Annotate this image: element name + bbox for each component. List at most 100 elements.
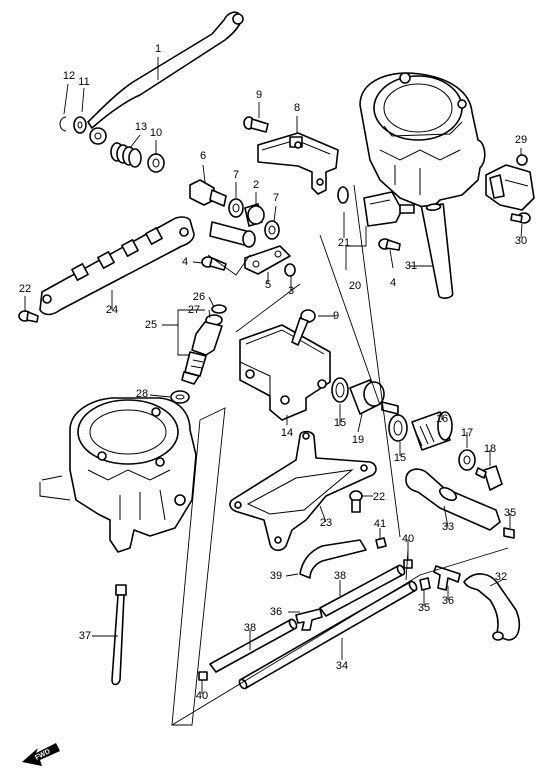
part-screw-4-left	[201, 256, 227, 271]
callout-33: 33	[442, 521, 454, 533]
part-sleeve	[209, 221, 256, 248]
callout-31: 31	[405, 260, 417, 272]
leader-lines	[24, 57, 523, 694]
callout-19: 19	[352, 434, 364, 446]
callout-5: 5	[265, 279, 271, 291]
part-screw-9-top	[243, 116, 269, 133]
callout-22-mid: 22	[373, 491, 385, 503]
part-seal-28	[170, 390, 190, 404]
callout-9-top: 9	[256, 89, 262, 101]
callout-7-left: 7	[233, 169, 239, 181]
callout-41: 41	[374, 518, 386, 530]
part-clip-12	[59, 116, 67, 132]
callouts: 1 2 3 4 4 5 6 7 7 8 9 9 10 11 12 13 14 1…	[19, 43, 527, 702]
callout-12: 12	[63, 70, 75, 82]
callout-3: 3	[288, 285, 294, 297]
part-throttle-body-lower	[39, 397, 197, 553]
callout-28: 28	[136, 388, 148, 400]
part-plate-5	[244, 245, 291, 275]
part-fitting-40-top	[403, 559, 413, 569]
part-fitting-40-bot	[198, 671, 208, 681]
callout-30: 30	[515, 235, 527, 247]
part-hose-32	[463, 573, 521, 641]
callout-10: 10	[150, 127, 162, 139]
part-rod	[87, 11, 244, 145]
part-washer-7-right	[264, 220, 280, 240]
part-spring-13	[110, 142, 142, 168]
part-sensor-29	[485, 154, 535, 211]
callout-32: 32	[495, 571, 507, 583]
callout-38-left: 38	[244, 622, 256, 634]
part-oring-3	[284, 263, 296, 277]
part-throttle-housing-upper	[359, 72, 486, 211]
callout-21: 21	[338, 237, 350, 249]
callout-8: 8	[294, 102, 300, 114]
callout-14: 14	[281, 427, 293, 439]
part-washer-7-left	[228, 198, 244, 218]
part-washer-10	[147, 153, 165, 173]
part-tube-31	[420, 203, 454, 299]
part-collar-2	[244, 203, 265, 227]
callout-38-mid: 38	[334, 570, 346, 582]
callout-6: 6	[200, 150, 206, 162]
callout-11: 11	[78, 76, 89, 88]
part-fitting-41	[375, 537, 387, 549]
part-tube-38-left	[209, 618, 298, 673]
part-collar-19	[349, 379, 399, 415]
part-washer-17	[458, 449, 476, 471]
part-bolt-22-left	[18, 310, 39, 323]
callout-17: 17	[461, 427, 473, 439]
callout-22-left: 22	[19, 283, 31, 295]
part-pipe-16	[411, 411, 453, 451]
part-fitting-35-bot	[419, 577, 431, 591]
callout-18: 18	[484, 443, 496, 455]
part-tube-38-mid	[319, 564, 406, 617]
callout-15-left: 15	[334, 417, 346, 429]
part-screw-9-mid	[291, 309, 316, 346]
callout-9-mid: 9	[333, 310, 339, 322]
fwd-arrow: FWD	[22, 743, 60, 766]
callout-27: 27	[188, 304, 200, 316]
callout-4-right: 4	[390, 277, 396, 289]
part-tjoint-36-right	[433, 565, 461, 591]
routing-lines	[171, 184, 509, 726]
part-bracket-24	[39, 216, 195, 316]
part-cable-tie-37	[111, 584, 127, 686]
callout-20: 20	[349, 280, 361, 292]
callout-23: 23	[320, 517, 332, 529]
callout-36-right: 36	[442, 595, 454, 607]
part-sensor-20	[363, 191, 415, 227]
callout-13: 13	[135, 121, 147, 133]
part-hose-33	[405, 468, 501, 531]
callout-35-top: 35	[504, 507, 516, 519]
callout-2: 2	[253, 179, 259, 191]
part-fitting-35-top	[503, 527, 515, 539]
callout-4-left: 4	[182, 256, 188, 268]
part-bolt-18	[475, 465, 503, 491]
callout-40-bot: 40	[196, 690, 208, 702]
part-bolt-22-mid	[349, 490, 363, 513]
callout-34: 34	[336, 660, 348, 672]
part-tube-34	[238, 580, 418, 690]
part-injector-25	[181, 304, 227, 385]
part-block-14	[239, 324, 331, 421]
part-washer-11	[73, 116, 87, 134]
part-screw-30	[510, 212, 531, 224]
part-bolt-6	[189, 179, 227, 207]
part-oring-15-right	[388, 414, 408, 442]
part-oring-21	[337, 186, 349, 204]
callout-40-top: 40	[402, 533, 414, 545]
callout-1: 1	[155, 43, 161, 55]
part-bracket-8	[257, 132, 339, 195]
callout-35-bot: 35	[418, 602, 430, 614]
callout-16: 16	[436, 413, 448, 425]
callout-26: 26	[193, 291, 205, 303]
part-hose-39	[299, 539, 367, 579]
part-oring-15-left	[331, 377, 349, 403]
part-screw-4-right	[378, 238, 401, 251]
callout-39: 39	[270, 570, 282, 582]
callout-29: 29	[515, 134, 527, 146]
callout-36-left: 36	[270, 606, 282, 618]
callout-24: 24	[106, 304, 118, 316]
